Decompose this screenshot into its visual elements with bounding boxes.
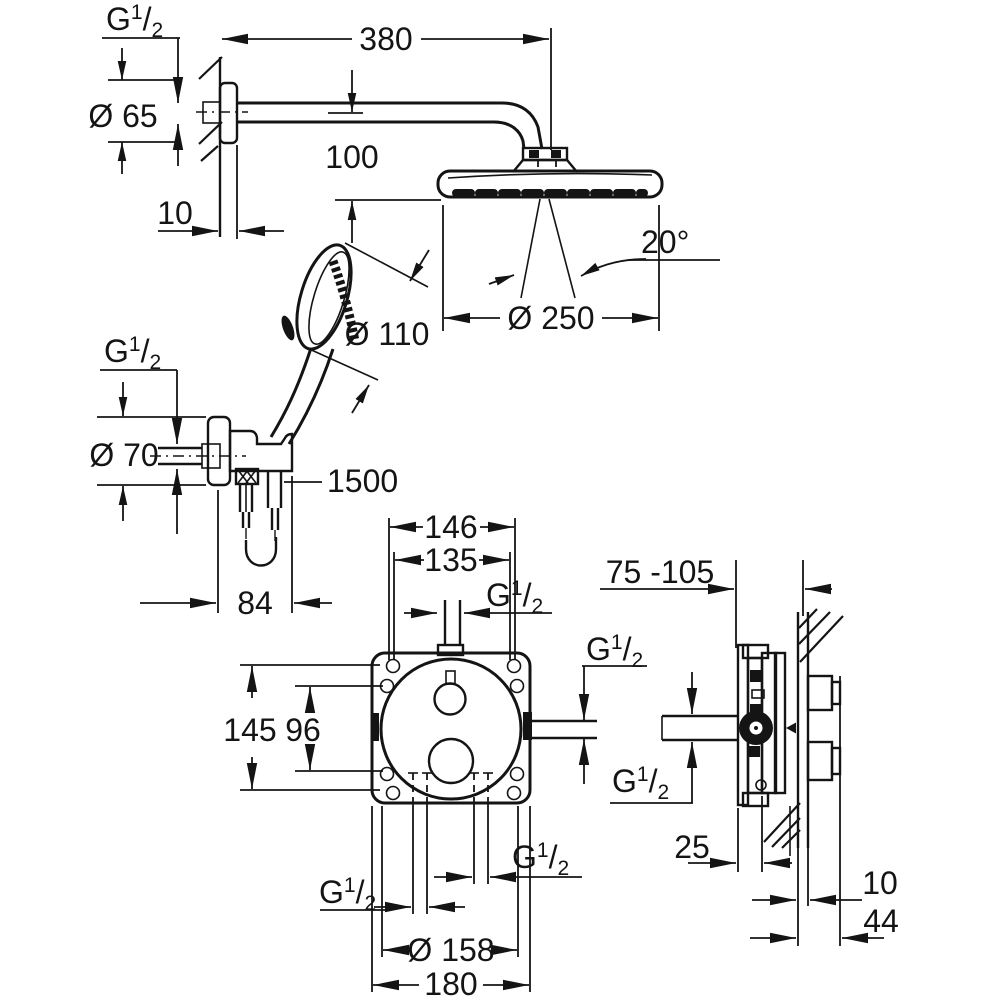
dim-spray-angle: 20° — [641, 224, 689, 260]
dim-trim-width: 180 — [424, 966, 477, 1000]
bottom-ports — [408, 772, 493, 803]
shower-hose — [234, 467, 283, 567]
center-mark-arrow — [786, 722, 796, 734]
dim-arm-flange-dia: Ø 65 — [88, 98, 157, 134]
dim-arm-thread: G1/2 — [106, 1, 163, 42]
spray-button — [281, 315, 295, 341]
dim-box-hole-spacing-v: 96 — [285, 712, 321, 748]
arm-escutcheon — [218, 81, 239, 145]
thermostat-handle — [433, 682, 467, 716]
dim-arm-projection: 380 — [359, 21, 412, 57]
spray-line-right — [548, 198, 576, 299]
top-port-collar — [436, 643, 465, 657]
dim-trim-dia: Ø 158 — [407, 932, 494, 968]
mixer-box-side-dimensions: 75 -105 G1/2 25 10 44 — [600, 554, 899, 946]
dim-holder-thread: G1/2 — [104, 333, 161, 374]
supply-fittings — [806, 674, 842, 782]
dim-right-port-thread: G1/2 — [586, 631, 643, 672]
shower-arm-outer — [237, 101, 544, 150]
mixer-box-front-dimensions: 146 135 G1/2 145 96 G1/2 G1/2 G1/2 — [223, 509, 647, 1000]
mounting-plate — [773, 651, 787, 795]
dim-box-height: 145 — [223, 712, 276, 748]
wall-hatch-side — [763, 608, 844, 849]
holder-escutcheon — [206, 415, 232, 487]
hand-shower-handle — [269, 347, 313, 438]
dim-head-drop: 100 — [325, 139, 378, 175]
dim-arm-wall-offset: 10 — [157, 195, 193, 231]
dim-box-width-top: 146 — [424, 509, 477, 545]
dim-box-depth: 25 — [674, 829, 710, 865]
mixer-box-side-view — [661, 608, 844, 946]
dim-behind-wall-depth: 44 — [863, 903, 899, 939]
dim-holder-depth: 84 — [237, 585, 273, 621]
overhead-shower-view — [196, 56, 664, 237]
hand-shower-view — [150, 243, 360, 567]
hand-shower-dimensions: G1/2 Ø 70 Ø 110 1500 84 — [89, 242, 430, 621]
dim-head-dia: Ø 250 — [507, 300, 594, 336]
mixer-box-front-view — [370, 600, 597, 805]
dim-hand-head-dia: Ø 110 — [345, 316, 430, 352]
dim-bottom-port1-thread: G1/2 — [319, 874, 376, 915]
dim-holder-flange-dia: Ø 70 — [89, 437, 158, 473]
side-tab-left — [371, 713, 379, 741]
rough-in-box — [370, 651, 532, 805]
dim-side-outlet-thread: G1/2 — [612, 763, 669, 804]
spray-line-left — [520, 198, 541, 299]
dim-wall-thickness: 10 — [862, 865, 898, 901]
holder-body — [228, 429, 294, 473]
side-tab-right — [523, 712, 532, 740]
overhead-dimensions: G1/2 Ø 65 10 380 100 Ø 250 — [88, 1, 720, 336]
trim-circle — [379, 657, 523, 801]
dim-hose-length: 1500 — [327, 463, 398, 499]
shower-arm-inner — [237, 120, 526, 150]
dim-install-depth-range: 75 -105 — [606, 554, 715, 590]
volume-handle — [427, 737, 475, 785]
dim-bottom-port2-thread: G1/2 — [512, 839, 569, 880]
wall-hatch-top — [198, 56, 223, 162]
hand-shower-face — [328, 259, 360, 342]
dim-box-hole-spacing-h: 135 — [424, 542, 477, 578]
head-mount-cone — [512, 158, 578, 173]
dim-top-port-thread: G1/2 — [486, 577, 543, 618]
arm-collar — [521, 146, 569, 162]
